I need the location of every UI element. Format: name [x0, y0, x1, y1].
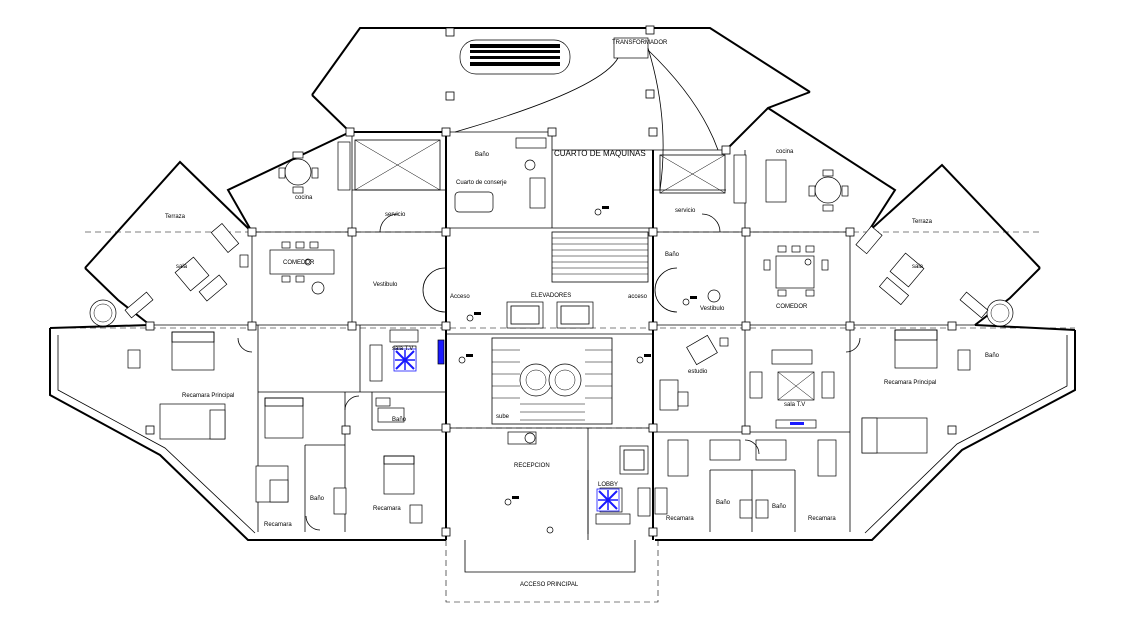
label-cuarto-conserje: Cuarto de conserje [456, 180, 507, 186]
label-sala-left: sala [176, 264, 188, 270]
label-acceso-left: Acceso [450, 294, 470, 300]
label-bano-lower-left: Baño [310, 496, 325, 502]
building-outline [49, 27, 1076, 603]
label-acceso-principal: ACCESO PRINCIPAL [520, 582, 579, 588]
right-unit-furniture [654, 154, 1014, 519]
label-bano-mid-left: Baño [392, 417, 407, 423]
label-elevadores: ELEVADORES [531, 293, 571, 299]
label-sala-tv-left: sala T.V [392, 346, 413, 352]
label-bano-far-right: Baño [985, 353, 1000, 359]
label-bano-bottom-2: Baño [772, 504, 787, 510]
label-servicio-left: servicio [385, 212, 406, 218]
label-recamara-1: Recamara [264, 522, 292, 528]
label-recamara-principal-right: Recamara Principal [884, 380, 936, 386]
left-unit-furniture [89, 141, 446, 531]
central-stair [491, 337, 613, 425]
label-terraza-left: Terraza [165, 214, 186, 220]
label-sube: sube [496, 414, 510, 420]
label-cocina-right: cocina [776, 149, 794, 155]
label-comedor-right: COMEDOR [776, 304, 808, 310]
label-recepcion: RECEPCION [514, 463, 550, 469]
label-vestibulo-left: Vestibulo [373, 282, 398, 288]
label-estudio: estudio [688, 369, 708, 375]
label-recamara-2: Recamara [373, 506, 401, 512]
label-servicio-right: servicio [675, 208, 696, 214]
label-lobby: LOBBY [598, 482, 618, 488]
room-labels: TRANSFORMADOR CUARTO DE MAQUINAS Baño Cu… [165, 40, 1000, 588]
label-acceso-right: acceso [628, 294, 648, 300]
label-recamara-3: Recamara [666, 516, 694, 522]
label-recamara-principal-left: Recamara Principal [182, 393, 234, 399]
lobby-furniture [507, 431, 651, 534]
label-comedor-left: COMEDOR [283, 260, 315, 266]
label-cuarto-maquinas: CUARTO DE MAQUINAS [554, 149, 646, 158]
label-sala-right: sala [912, 264, 924, 270]
label-transformador: TRANSFORMADOR [612, 40, 668, 46]
stairs-top [551, 231, 649, 283]
label-bano-center-right: Baño [665, 252, 680, 258]
label-terraza-right: Terraza [912, 219, 933, 225]
electrical-symbols [304, 206, 812, 534]
label-recamara-4: Recamara [808, 516, 836, 522]
label-bano-top: Baño [475, 152, 490, 158]
label-cocina-left: cocina [295, 195, 313, 201]
machine-room-equipment [354, 37, 726, 283]
ceiling-fan-icon [393, 348, 620, 512]
columns [145, 25, 957, 537]
label-bano-bottom-1: Baño [716, 500, 731, 506]
label-sala-tv-right: sala T.V [784, 402, 805, 408]
elevators [506, 301, 594, 329]
label-vestibulo-right: Vestibulo [700, 306, 725, 312]
